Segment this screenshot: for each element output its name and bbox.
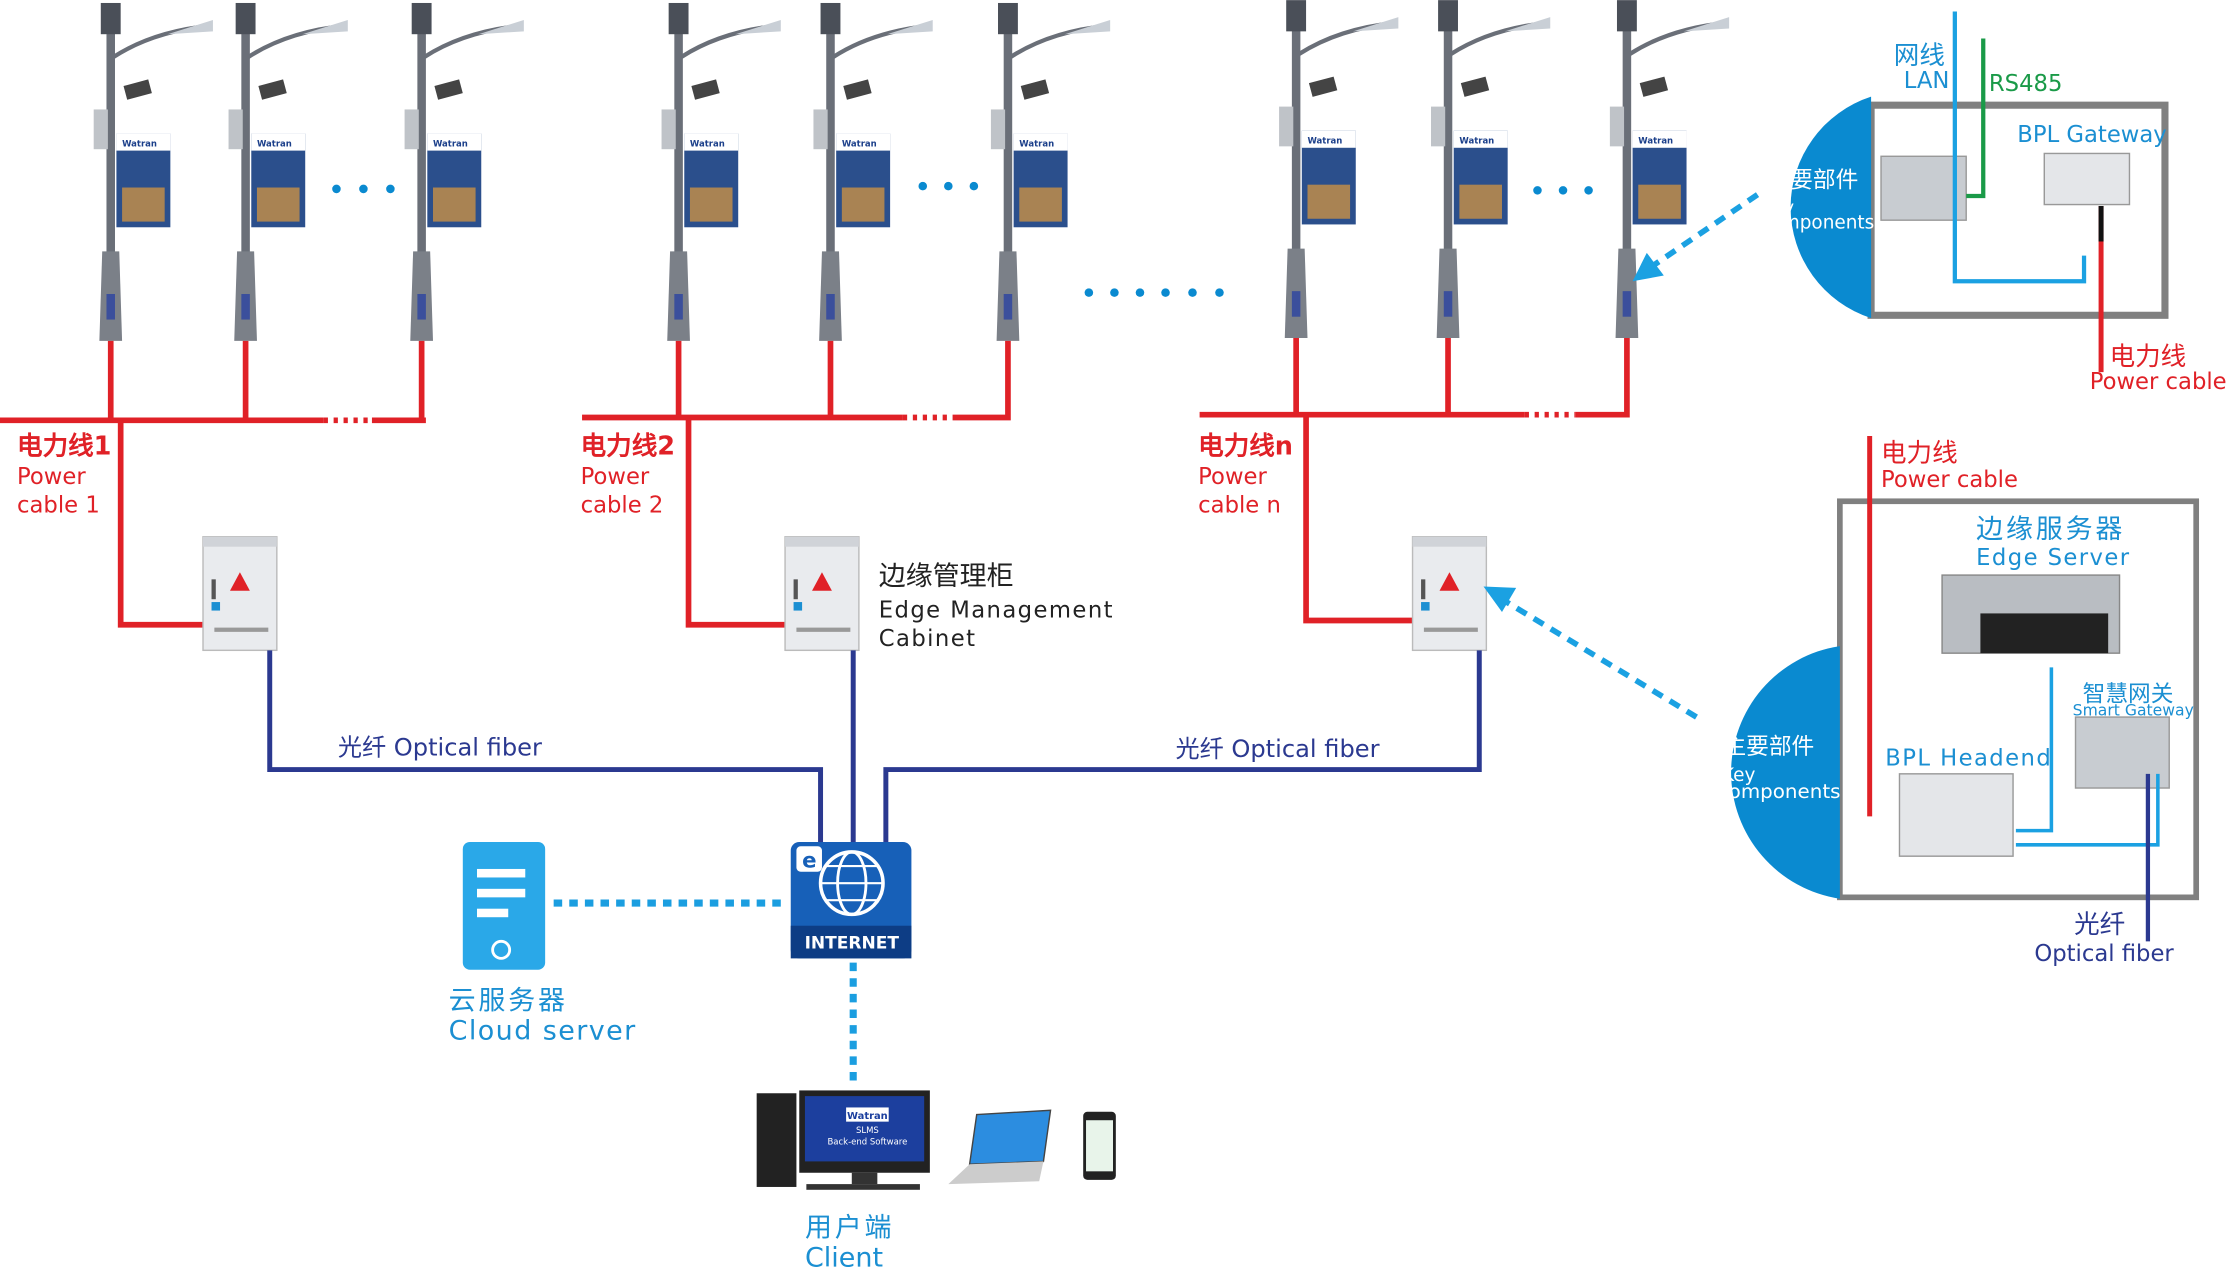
- svg-text:LAN: LAN: [1904, 68, 1950, 94]
- svg-text:Cloud server: Cloud server: [449, 1015, 637, 1046]
- lamp-components-panel: 主要部件 Key components 网线 LAN RS485 BPL Gat…: [1760, 11, 2226, 395]
- svg-text:Edge Management: Edge Management: [879, 598, 1114, 624]
- svg-text:电力线: 电力线: [2110, 342, 2187, 372]
- svg-text:cable 1: cable 1: [17, 493, 100, 519]
- svg-text:Edge Server: Edge Server: [1976, 545, 2130, 571]
- svg-text:cable 2: cable 2: [581, 493, 664, 519]
- svg-text:RS485: RS485: [1989, 71, 2063, 97]
- client-devices: Watran SLMS Back-end Software 用户端 Client: [756, 1090, 1116, 1268]
- svg-text:边缘管理柜: 边缘管理柜: [879, 561, 1014, 592]
- svg-text:用户端: 用户端: [805, 1213, 894, 1244]
- svg-text:主要部件: 主要部件: [1723, 734, 1814, 760]
- svg-text:BPL Headend: BPL Headend: [1885, 745, 2052, 771]
- power-cable-label-n: 电力线n Power cable n: [1198, 431, 1293, 518]
- svg-text:e: e: [802, 849, 816, 874]
- power-cable-lines: [0, 338, 1630, 628]
- svg-text:components: components: [1760, 213, 1874, 234]
- streetlight-group-n: [1279, 0, 1729, 338]
- svg-text:Power cable: Power cable: [1881, 467, 2018, 493]
- bpl-gateway-device-icon: [2043, 152, 2131, 206]
- svg-text:BPL Gateway: BPL Gateway: [2017, 122, 2166, 148]
- svg-text:Power: Power: [1198, 464, 1267, 490]
- edge-cabinet-2: [784, 536, 860, 652]
- svg-text:网线: 网线: [1894, 41, 1945, 71]
- svg-text:Key: Key: [1722, 765, 1756, 786]
- svg-text:电力线n: 电力线n: [1198, 431, 1293, 461]
- optical-fiber-lines: [267, 650, 1482, 842]
- power-cable-label-1: 电力线1 Power cable 1: [17, 431, 111, 518]
- svg-text:云服务器: 云服务器: [449, 985, 568, 1016]
- arrow-head-icon: [1632, 252, 1664, 282]
- svg-text:Client: Client: [805, 1242, 883, 1268]
- svg-text:Key: Key: [1763, 198, 1794, 218]
- svg-text:Smart Gateway: Smart Gateway: [2073, 702, 2194, 720]
- svg-text:主要部件: 主要部件: [1767, 168, 1858, 194]
- svg-text:边缘服务器: 边缘服务器: [1976, 514, 2125, 545]
- smart-gateway-device-icon: [2074, 716, 2170, 789]
- server-icon: [462, 841, 546, 970]
- svg-text:光纤: 光纤: [2074, 910, 2125, 940]
- svg-text:cable n: cable n: [1198, 493, 1281, 519]
- callout-arrow-lamp: [1645, 192, 1760, 273]
- smart-gateway-device-icon: [1880, 155, 1967, 221]
- svg-text:电力线1: 电力线1: [17, 431, 111, 461]
- svg-text:Watran: Watran: [847, 1111, 888, 1122]
- ellipsis-dots: [332, 181, 1593, 297]
- svg-text:Power: Power: [17, 464, 86, 490]
- svg-text:Back-end Software: Back-end Software: [827, 1137, 907, 1147]
- svg-text:Power cable: Power cable: [2090, 369, 2226, 395]
- streetlight-group-2: [662, 3, 1111, 341]
- svg-text:电力线2: 电力线2: [581, 431, 675, 461]
- svg-text:智慧网关: 智慧网关: [2083, 681, 2174, 707]
- svg-text:Cabinet: Cabinet: [879, 626, 977, 652]
- callout-arrow-cabinet: [1500, 596, 1698, 720]
- internet-hub: e INTERNET: [790, 841, 912, 959]
- svg-text:电力线: 电力线: [1881, 439, 1958, 469]
- svg-text:INTERNET: INTERNET: [805, 933, 900, 953]
- laptop-icon: [968, 1109, 1052, 1165]
- arrow-head-icon: [1483, 586, 1517, 612]
- cloud-server: 云服务器 Cloud server: [449, 841, 637, 1046]
- fiber-label-left: 光纤 Optical fiber: [338, 733, 542, 761]
- edge-cabinet-1: [202, 536, 278, 652]
- cabinet-components-panel: 主要部件 Key components 电力线 Power cable 边缘服务…: [1718, 435, 2200, 967]
- edge-cabinet-n: [1411, 536, 1488, 652]
- svg-text:Power: Power: [581, 464, 650, 490]
- bpl-headend-device-icon: [1898, 773, 2014, 857]
- power-cable-label-2: 电力线2 Power cable 2: [581, 431, 675, 518]
- svg-text:SLMS: SLMS: [856, 1126, 879, 1136]
- fiber-label-right: 光纤 Optical fiber: [1175, 735, 1379, 763]
- svg-text:components: components: [1718, 780, 1841, 803]
- streetlight-group-1: [94, 3, 524, 341]
- cabinet-label: 边缘管理柜 Edge Management Cabinet: [879, 561, 1114, 652]
- svg-text:Optical fiber: Optical fiber: [2034, 941, 2174, 967]
- desktop-tower-icon: [756, 1093, 797, 1187]
